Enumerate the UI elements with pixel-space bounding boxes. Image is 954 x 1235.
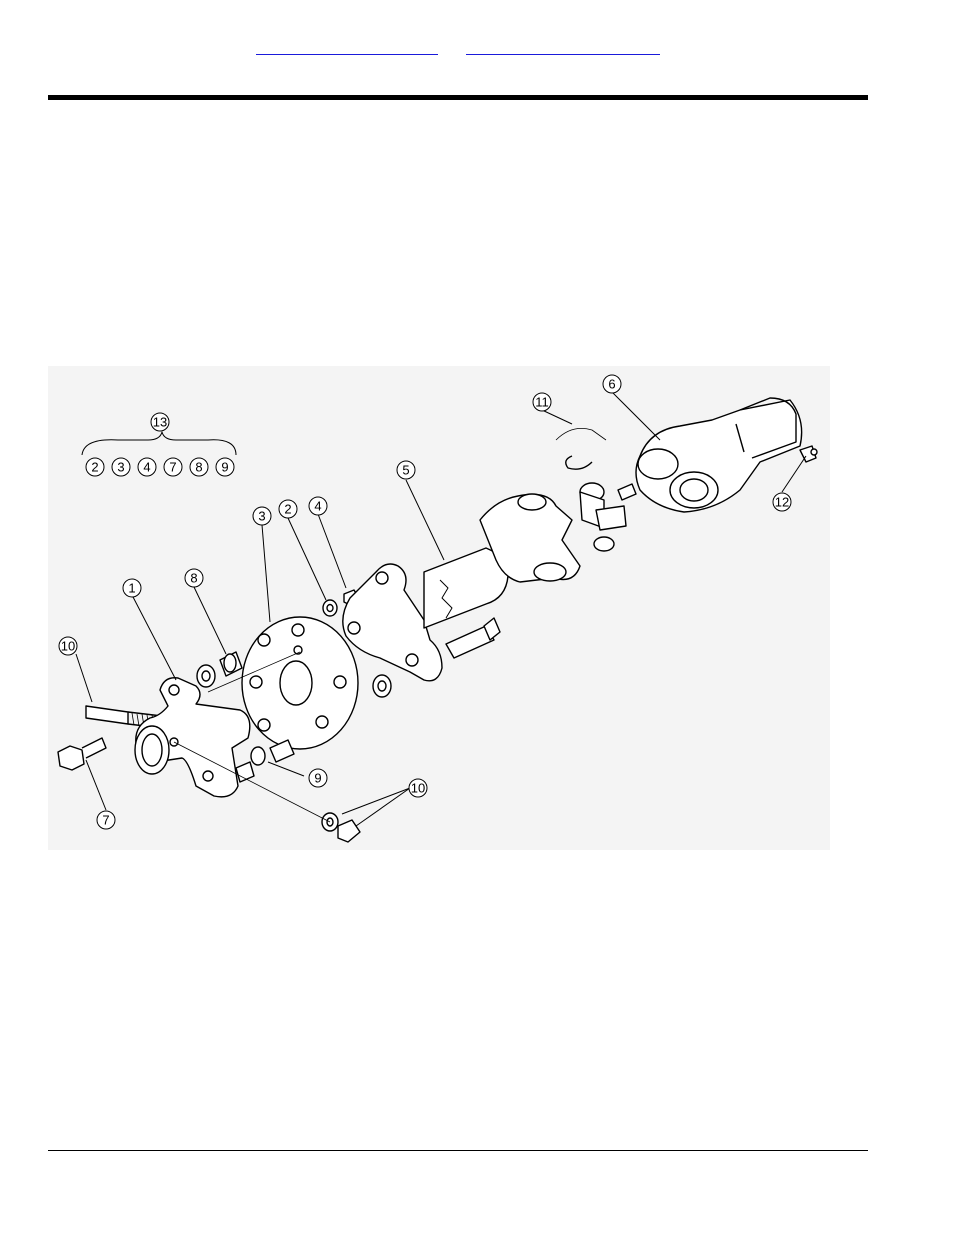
exploded-parts-diagram: 1 2 3 4 5 6 7 8 9 10 10 11 12 13 2 3 4 7… (48, 366, 830, 850)
part-cross (580, 483, 636, 551)
kit-item-9: 9 (221, 460, 228, 475)
kit-item-4: 4 (143, 460, 150, 475)
part-snap-ring (566, 456, 592, 469)
part-5-flange-yoke (343, 548, 508, 681)
callout-8: 8 (190, 571, 197, 586)
header-rule (48, 95, 868, 100)
callout-13: 13 (153, 415, 167, 430)
callout-1: 1 (128, 581, 135, 596)
part-3-disc (242, 617, 358, 749)
callout-2: 2 (284, 502, 291, 517)
kit-bracket (82, 432, 236, 455)
header-link-2[interactable] (466, 42, 660, 55)
callout-11: 11 (535, 395, 549, 410)
kit-item-3: 3 (117, 460, 124, 475)
callout-7: 7 (102, 813, 109, 828)
callout-6: 6 (608, 377, 615, 392)
callout-3: 3 (258, 509, 265, 524)
part-1-yoke (135, 678, 250, 797)
kit-item-7: 7 (169, 460, 176, 475)
kit-item-8: 8 (195, 460, 202, 475)
callout-10a: 10 (61, 639, 75, 654)
header-link-1[interactable] (256, 42, 438, 55)
callout-5: 5 (402, 463, 409, 478)
callout-9: 9 (314, 771, 321, 786)
callout-4: 4 (314, 499, 321, 514)
callout-10b: 10 (411, 781, 425, 796)
callout-12: 12 (775, 495, 789, 510)
footer-rule (48, 1150, 868, 1151)
kit-item-2: 2 (91, 460, 98, 475)
part-7-bolt (58, 738, 106, 770)
